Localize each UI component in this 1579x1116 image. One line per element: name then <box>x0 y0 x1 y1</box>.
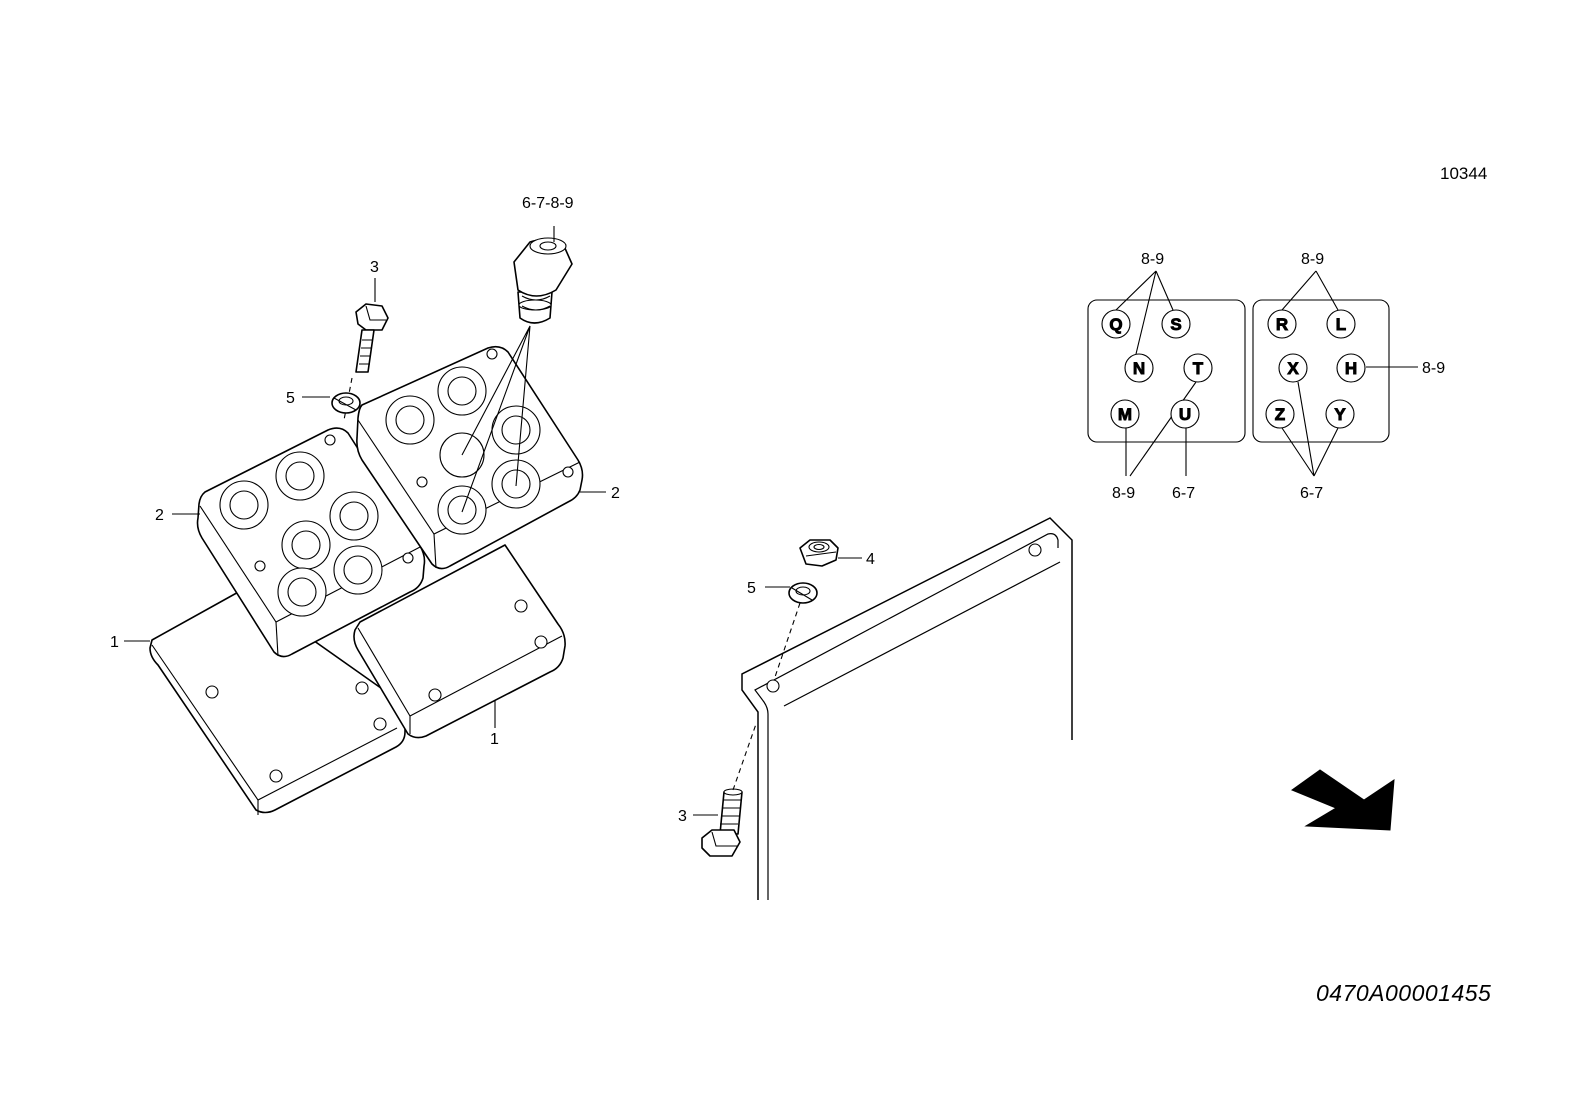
svg-text:X: X <box>1287 359 1299 378</box>
port-m: M <box>1110 399 1140 429</box>
port-z: Z <box>1265 399 1295 429</box>
svg-text:M: M <box>1118 405 1132 424</box>
svg-text:H: H <box>1345 359 1357 378</box>
svg-text:Y: Y <box>1334 405 1346 424</box>
callout-nut: 4 <box>866 551 875 568</box>
port-left-top-label: 8-9 <box>1141 251 1164 268</box>
port-t: T <box>1183 353 1213 383</box>
port-r: R <box>1267 309 1297 339</box>
washer-left <box>331 392 361 414</box>
port-diagram-right: R L X H Z Y <box>1252 270 1418 477</box>
washer-center <box>788 582 818 604</box>
port-right-bottom-label: 6-7 <box>1300 485 1323 502</box>
callout-plate-left: 2 <box>155 507 164 524</box>
base-plate-right <box>353 544 566 739</box>
port-right-top-label: 8-9 <box>1301 251 1324 268</box>
port-y: Y <box>1325 399 1355 429</box>
callout-bolt-center: 3 <box>678 808 687 825</box>
callout-washer-left: 5 <box>286 390 295 407</box>
bolt-center <box>701 788 743 857</box>
nut <box>799 539 839 567</box>
port-l: L <box>1326 309 1356 339</box>
mounting-panel <box>741 517 1073 900</box>
manifold-plate-left <box>196 427 426 658</box>
svg-text:L: L <box>1336 315 1346 334</box>
fitting-cap <box>513 237 573 324</box>
base-plate-left <box>149 589 406 815</box>
port-u: U <box>1170 399 1200 429</box>
drawing-id: 10344 <box>1440 164 1488 183</box>
port-diagram-left: Q S N T M U <box>1087 270 1246 477</box>
manifold-plate-right <box>356 345 584 570</box>
document-code: 0470A00001455 <box>1316 980 1492 1006</box>
svg-text:R: R <box>1276 315 1288 334</box>
callout-washer-center: 5 <box>747 580 756 597</box>
svg-text:U: U <box>1179 405 1191 424</box>
svg-text:T: T <box>1193 359 1204 378</box>
callout-base-left: 1 <box>110 634 119 651</box>
arrow-down-right-icon <box>1290 769 1395 831</box>
port-s: S <box>1161 309 1191 339</box>
port-right-side-label: 8-9 <box>1422 360 1445 377</box>
port-n: N <box>1124 353 1154 383</box>
callout-bolt-left: 3 <box>370 259 379 276</box>
svg-text:Z: Z <box>1275 405 1285 424</box>
port-h: H <box>1336 353 1366 383</box>
callout-fitting-cap: 6-7-8-9 <box>522 195 574 212</box>
svg-text:N: N <box>1133 359 1145 378</box>
svg-text:Q: Q <box>1109 315 1122 334</box>
svg-text:S: S <box>1170 315 1181 334</box>
port-left-bottom-right-label: 6-7 <box>1172 485 1195 502</box>
port-q: Q <box>1101 309 1131 339</box>
port-x: X <box>1278 353 1308 383</box>
bolt-left <box>355 303 389 373</box>
port-left-bottom-left-label: 8-9 <box>1112 485 1135 502</box>
callout-plate-right: 2 <box>611 485 620 502</box>
callout-base-right: 1 <box>490 731 499 748</box>
